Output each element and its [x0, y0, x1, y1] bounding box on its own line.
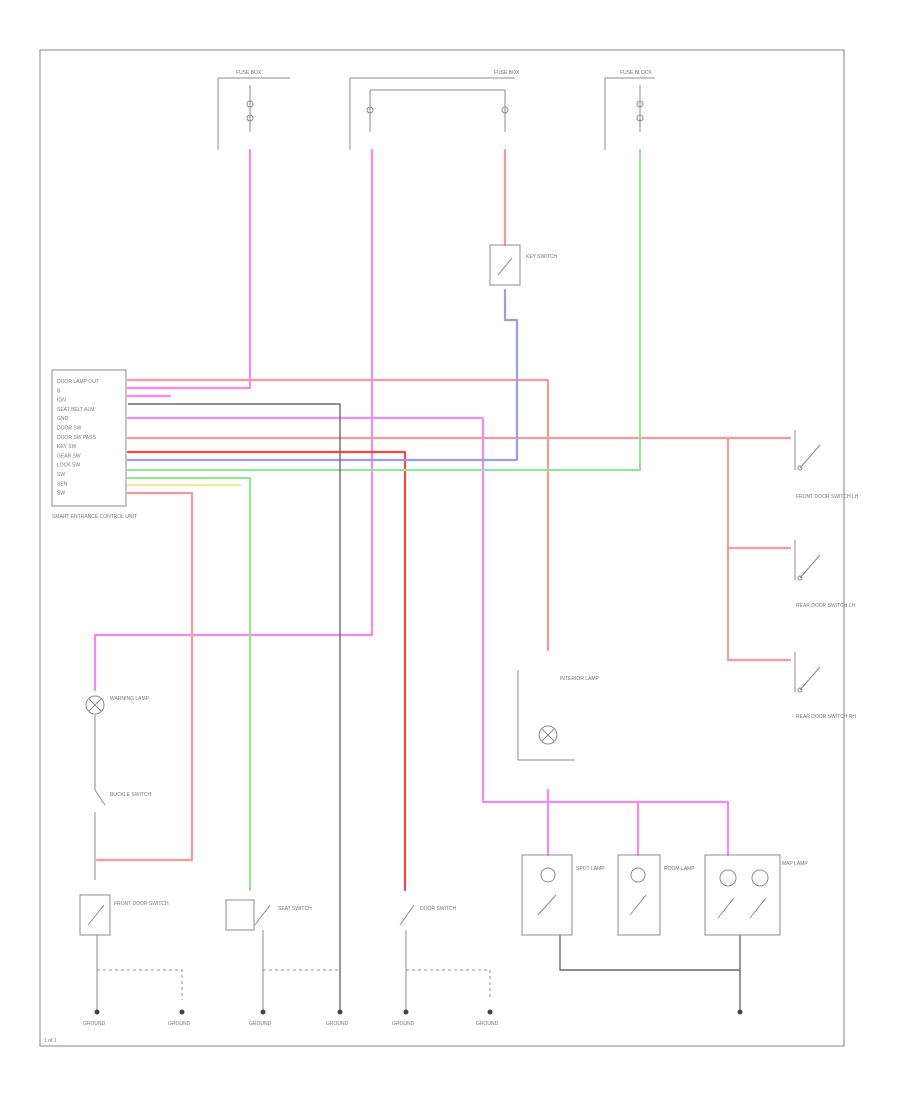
svg-text:DOOR SWITCH: DOOR SWITCH [420, 906, 456, 912]
door-switch-right: DOOR SWITCH [399, 904, 456, 1010]
wire-green-1 [126, 148, 642, 472]
module-pin-label: KEY SW [57, 444, 77, 450]
module-caption: SMART ENTRANCE CONTROL UNIT [52, 514, 137, 520]
wire-pink-1 [126, 148, 252, 390]
module-pin-label: B [57, 388, 61, 394]
control-module: DOOR LAMP OUT B IGN SEAT BELT ALM GND DOOR SW… [51, 369, 137, 520]
ground-symbol: GROUND [476, 1009, 499, 1027]
fuse-block-1: FUSE BOX [217, 70, 290, 150]
svg-text:WARNING LAMP: WARNING LAMP [110, 696, 150, 702]
ground-symbol: GROUND [392, 1009, 415, 1027]
wire-red-5 [95, 491, 194, 862]
module-pin-label: DOOR SW PASS [57, 435, 96, 441]
svg-text:FUSE BOX: FUSE BOX [236, 70, 262, 76]
svg-text:FRONT DOOR SWITCH LH: FRONT DOOR SWITCH LH [796, 494, 859, 500]
diagram-frame [39, 49, 845, 1047]
ground-label: GROUND [392, 1021, 415, 1027]
ground-label: GROUND [249, 1021, 272, 1027]
warning-lamp: WARNING LAMP [85, 695, 150, 715]
module-pin-label: IGN [57, 398, 66, 404]
svg-text:BUCKLE SWITCH: BUCKLE SWITCH [110, 792, 152, 798]
module-pin-labels: DOOR LAMP OUT B IGN SEAT BELT ALM GND DOOR SW… [57, 379, 99, 497]
svg-text:FUSE BOX: FUSE BOX [494, 70, 520, 76]
module-pin-label: LOCK SW [57, 463, 80, 469]
module-pin-label: DOOR SW [57, 426, 82, 432]
wire-ground-2 [559, 935, 740, 971]
map-lamp: MAP LAMP [704, 854, 808, 936]
wire-blue [126, 288, 519, 462]
wire-ground-1 [128, 403, 341, 1010]
buckle-switch: BUCKLE SWITCH [94, 715, 152, 880]
door-switch-left: FRONT DOOR SWITCH [79, 894, 169, 1010]
wire-pink-3 [126, 416, 730, 857]
ground-symbol: GROUND [83, 1009, 106, 1027]
interior-lamp: INTERIOR LAMP [517, 670, 600, 761]
module-pin-label: SEN [57, 481, 68, 487]
module-pin-label: SW [57, 472, 65, 478]
module-pin-label: SEAT BELT ALM [57, 407, 94, 413]
ground-label: GROUND [83, 1021, 106, 1027]
svg-text:KEY SWITCH: KEY SWITCH [526, 254, 557, 260]
svg-text:INTERIOR LAMP: INTERIOR LAMP [560, 676, 600, 682]
ground-symbol: GROUND [249, 1009, 272, 1027]
svg-text:REAR DOOR SWITCH LH: REAR DOOR SWITCH LH [796, 603, 856, 609]
key-switch: KEY SWITCH [489, 244, 557, 286]
switch-a: FRONT DOOR SWITCH LH [794, 430, 859, 500]
seat-switch: SEAT SWITCH [225, 899, 312, 1010]
fuse-block-2: FUSE BOX [349, 70, 520, 150]
page-reference: 1 of 1 [44, 1038, 57, 1044]
ground-symbol [737, 1009, 743, 1015]
svg-text:SEAT SWITCH: SEAT SWITCH [278, 906, 312, 912]
spot-lamp: SPOT LAMP [521, 854, 605, 936]
svg-text:ROOM LAMP: ROOM LAMP [664, 866, 695, 872]
svg-text:MAP LAMP: MAP LAMP [782, 861, 808, 867]
wire-red-strong [126, 450, 407, 892]
svg-text:FRONT DOOR SWITCH: FRONT DOOR SWITCH [114, 901, 169, 907]
wire-red-2 [126, 378, 550, 652]
module-pin-label: GEAR SW [57, 453, 81, 459]
fuse-block-3: FUSE BLOCK [604, 70, 655, 150]
ground-points: GROUND GROUND GROUND GROUND GROUND GROUND [83, 1009, 743, 1027]
switch-b: REAR DOOR SWITCH LH [794, 540, 856, 609]
room-lamp: ROOM LAMP [617, 854, 695, 936]
svg-text:REAR DOOR SWITCH RH: REAR DOOR SWITCH RH [796, 714, 856, 720]
ground-bar-left [97, 969, 183, 1000]
wire-red-3 [126, 436, 792, 662]
svg-text:FUSE BLOCK: FUSE BLOCK [620, 70, 652, 76]
ground-label: GROUND [326, 1021, 349, 1027]
svg-text:SPOT LAMP: SPOT LAMP [576, 866, 605, 872]
wire-green-2 [126, 476, 252, 892]
ground-label: GROUND [476, 1021, 499, 1027]
switch-c: REAR DOOR SWITCH RH [794, 652, 856, 720]
ground-label: GROUND [168, 1021, 191, 1027]
wire-red-4 [726, 436, 792, 550]
wire-pink-2 [93, 148, 374, 692]
ground-symbol: GROUND [168, 1009, 191, 1027]
module-pin-label: SW [57, 491, 65, 497]
module-pin-label: GND [57, 416, 69, 422]
module-pin-label: DOOR LAMP OUT [57, 379, 99, 385]
ground-symbol: GROUND [326, 1009, 349, 1027]
ground-bar-right [406, 969, 491, 1000]
